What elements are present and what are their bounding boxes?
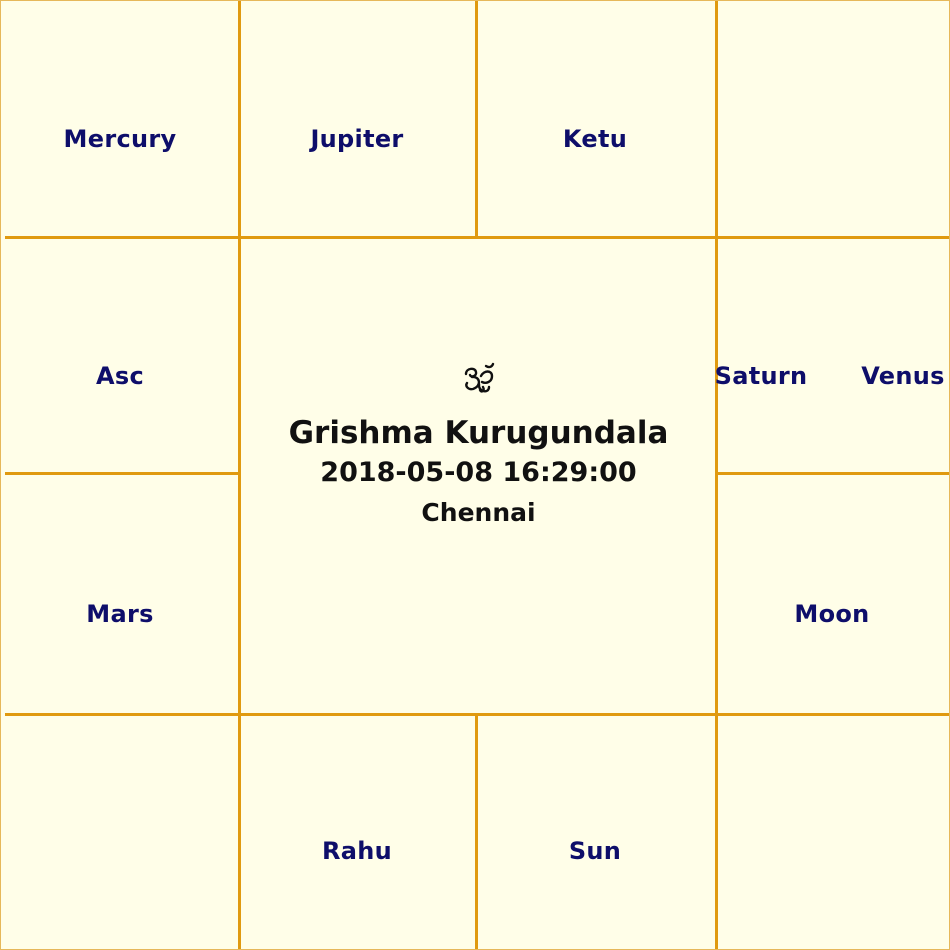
house-right-1-planet-a: Saturn bbox=[714, 362, 808, 390]
house-top-3-planet: Ketu bbox=[562, 125, 628, 153]
house-top-2-planet: Jupiter bbox=[310, 125, 404, 153]
birth-place: Chennai bbox=[421, 498, 536, 527]
house-top-1-planet: Mercury bbox=[63, 125, 177, 153]
birth-datetime: 2018-05-08 16:29:00 bbox=[320, 457, 637, 488]
grid-line-mid-right bbox=[717, 472, 949, 475]
chart-center: Grishma Kurugundala 2018-05-08 16:29:00 … bbox=[240, 238, 717, 715]
house-left-1-planet: Asc bbox=[96, 362, 144, 390]
grid-line-top-center bbox=[475, 1, 478, 237]
house-bottom-3-planet: Sun bbox=[568, 837, 622, 865]
house-right-2-planet: Moon bbox=[794, 600, 870, 628]
house-bottom-2-planet: Rahu bbox=[321, 837, 393, 865]
grid-line-right bbox=[715, 1, 718, 949]
native-name: Grishma Kurugundala bbox=[288, 415, 669, 451]
om-icon bbox=[464, 362, 494, 393]
grid-line-bottom-center bbox=[475, 714, 478, 949]
grid-line-mid-left bbox=[5, 472, 239, 475]
house-right-1-planet-b: Venus bbox=[861, 362, 945, 390]
house-left-2-planet: Mars bbox=[86, 600, 154, 628]
grid-line-top bbox=[5, 236, 949, 239]
grid-line-left bbox=[238, 1, 241, 949]
